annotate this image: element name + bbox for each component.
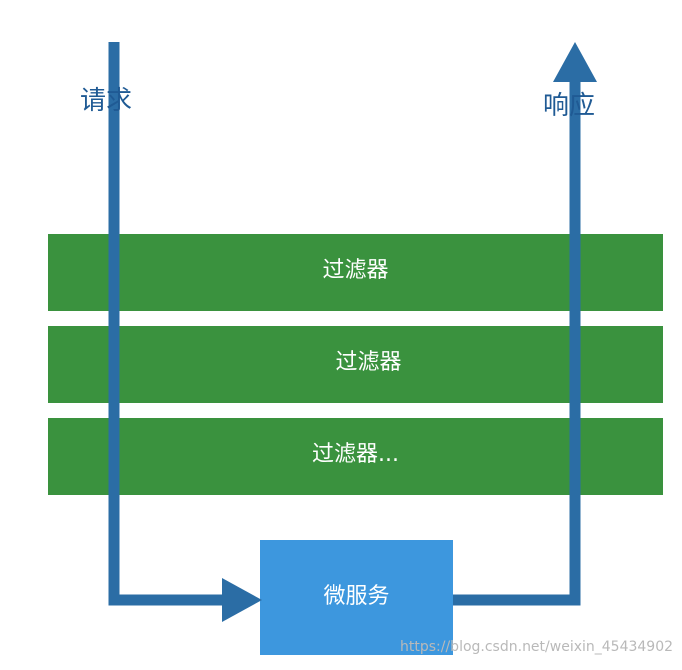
filter-label-2: 过滤器 bbox=[335, 350, 402, 375]
response-label: 响应 bbox=[543, 91, 596, 121]
filter-band-1 bbox=[48, 234, 663, 311]
response-flow-line bbox=[453, 78, 581, 606]
request-flow-line bbox=[108, 42, 232, 606]
request-label: 请求 bbox=[80, 86, 133, 116]
microservice-box bbox=[260, 540, 453, 655]
filter-band-3 bbox=[48, 418, 663, 495]
filter-label-1: 过滤器 bbox=[322, 258, 389, 283]
request-arrowhead-icon bbox=[222, 578, 262, 622]
filter-band-2 bbox=[48, 326, 663, 403]
watermark-text: https://blog.csdn.net/weixin_45434902 bbox=[400, 639, 674, 655]
response-arrowhead-icon bbox=[553, 42, 597, 82]
filter-label-3: 过滤器... bbox=[312, 442, 399, 467]
microservice-label: 微服务 bbox=[323, 584, 390, 609]
